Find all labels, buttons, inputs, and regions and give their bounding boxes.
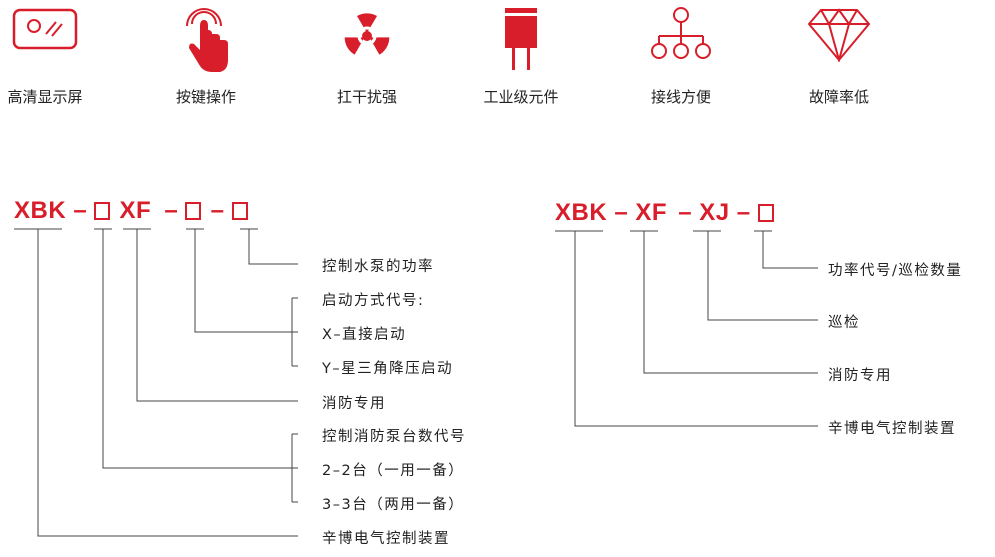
feature-wiring: 接线方便 — [606, 0, 756, 110]
label-power: 控制水泵的功率 — [322, 259, 434, 275]
feature-industrial: 工业级元件 — [446, 0, 596, 110]
placeholder-box — [94, 202, 111, 220]
label-start-y: Y–星三角降压启动 — [322, 361, 454, 377]
code-part: XBK — [14, 197, 67, 224]
left-model-code: XBK – XF – – — [14, 197, 248, 225]
label-patrol: 巡检 — [828, 315, 860, 331]
code-dash: – — [614, 199, 629, 226]
code-part: XJ — [699, 199, 730, 226]
label-pump-2: 2–2台（一用一备） — [322, 463, 465, 479]
display-screen-icon — [12, 8, 78, 50]
feature-keys: 按键操作 — [131, 0, 281, 110]
feature-label: 故障率低 — [808, 88, 869, 106]
code-part: XF — [119, 197, 152, 224]
feature-label: 扛干扰强 — [336, 88, 397, 106]
label-power-patrol: 功率代号/巡检数量 — [828, 263, 963, 279]
feature-display: 高清显示屏 — [0, 0, 120, 110]
placeholder-box — [757, 204, 774, 222]
code-dash: – — [73, 197, 88, 224]
radiation-icon — [344, 13, 390, 55]
label-pump-title: 控制消防泵台数代号 — [322, 429, 466, 445]
code-dash: – — [678, 199, 693, 226]
code-part: XBK — [555, 199, 608, 226]
code-dash: – — [164, 197, 179, 224]
label-fire: 消防专用 — [322, 396, 386, 412]
label-pump-3: 3–3台（两用一备） — [322, 497, 465, 513]
feature-anti-interference: 扛干扰强 — [292, 0, 442, 110]
feature-label: 高清显示屏 — [7, 88, 83, 106]
feature-low-failure: 故障率低 — [764, 0, 914, 110]
feature-label: 工业级元件 — [483, 88, 559, 106]
network-icon — [651, 7, 711, 59]
code-dash: – — [210, 197, 225, 224]
label-device: 辛博电气控制装置 — [322, 531, 450, 547]
right-model-code: XBK – XF – XJ – — [555, 199, 774, 227]
label-fire: 消防专用 — [828, 368, 892, 384]
placeholder-box — [231, 202, 248, 220]
component-icon — [505, 8, 537, 70]
feature-label: 接线方便 — [650, 88, 711, 106]
code-dash: – — [736, 199, 751, 226]
placeholder-box — [185, 202, 202, 220]
diamond-icon — [807, 8, 871, 62]
label-start-title: 启动方式代号: — [322, 293, 425, 309]
label-start-x: X–直接启动 — [322, 327, 407, 343]
touch-hand-icon — [186, 8, 228, 72]
code-part: XF — [635, 199, 668, 226]
feature-label: 按键操作 — [175, 88, 236, 106]
label-device: 辛博电气控制装置 — [828, 421, 956, 437]
